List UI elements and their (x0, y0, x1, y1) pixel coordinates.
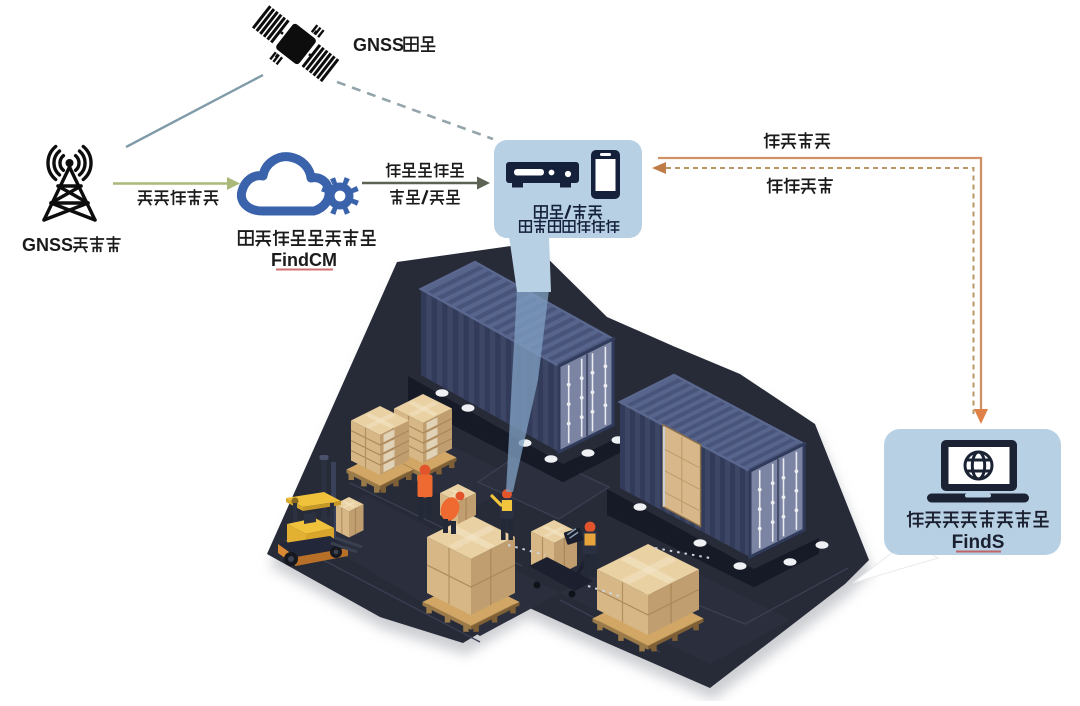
svg-text:GNSS: GNSS (353, 35, 404, 55)
svg-text:GNSS: GNSS (22, 235, 73, 255)
svg-text:FindCM: FindCM (271, 250, 337, 270)
svg-text:FindS: FindS (952, 532, 1005, 553)
